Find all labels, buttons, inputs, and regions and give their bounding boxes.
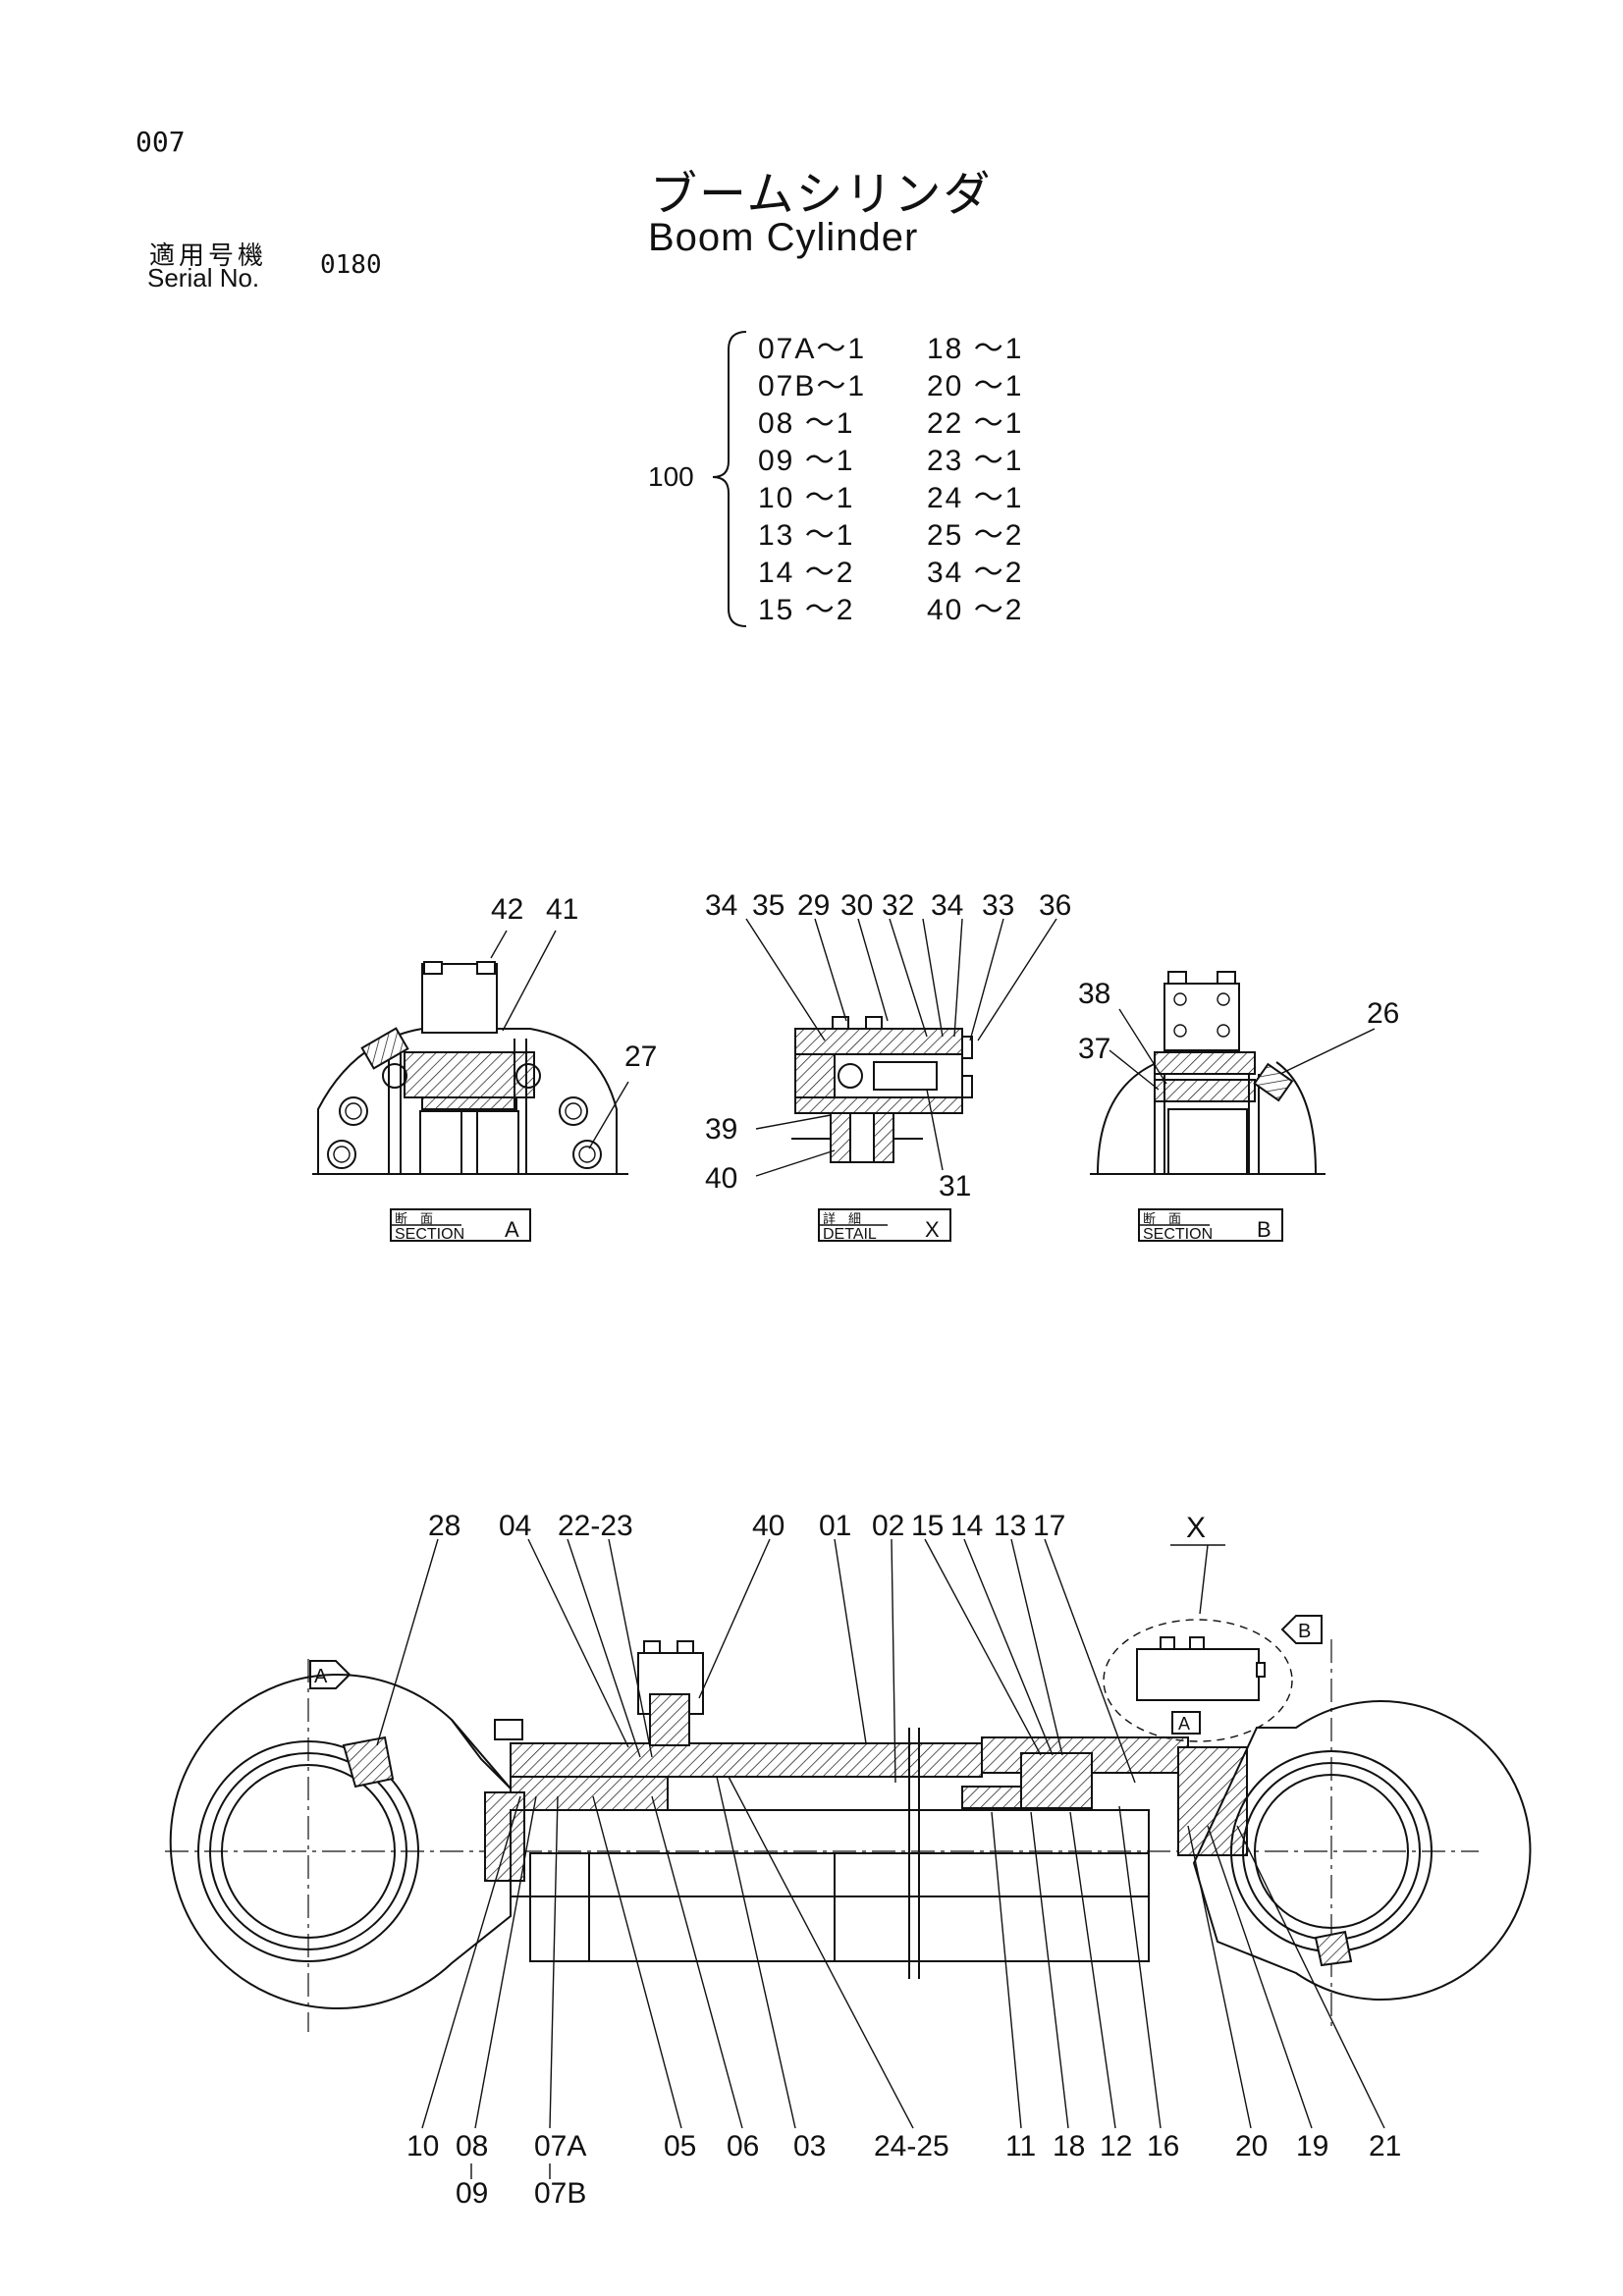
callout-16: 16 <box>1147 2130 1179 2163</box>
callout-07a: 07A <box>534 2130 586 2163</box>
callout-07b: 07B <box>534 2177 586 2210</box>
callout-03: 03 <box>793 2130 826 2163</box>
callout-10: 10 <box>406 2130 439 2163</box>
detail-x-callout-40: 40 <box>705 1162 737 1195</box>
serial-label-english: Serial No. <box>147 263 260 293</box>
callout-08: 08 <box>456 2130 488 2163</box>
callout-04: 04 <box>499 1510 531 1542</box>
assembly-item: 18 ～1 <box>927 333 1024 365</box>
assembly-item: 23 ～1 <box>927 445 1024 477</box>
section-a-drawing <box>312 930 629 1175</box>
callout-19: 19 <box>1296 2130 1328 2163</box>
cylinder-tube <box>484 1640 1248 1979</box>
title-english: Boom Cylinder <box>648 216 919 259</box>
section-a-label-id: A <box>505 1217 519 1242</box>
assembly-code: 100 <box>648 461 694 492</box>
assembly-item: 15 ～2 <box>758 594 855 626</box>
bottom-leaders <box>421 1776 1385 2129</box>
assembly-item: 24 ～1 <box>927 482 1024 514</box>
section-a-callout-42: 42 <box>491 893 523 926</box>
head-eye <box>1192 1700 1532 2001</box>
detail-x-callout-34a: 34 <box>705 889 737 922</box>
section-b-callout-37: 37 <box>1078 1033 1110 1065</box>
detail-x-box <box>818 1208 951 1242</box>
detail-x-label-jp: 詳 細 <box>823 1211 861 1226</box>
assembly-item: 22 ～1 <box>927 407 1024 440</box>
callout-09: 09 <box>456 2177 488 2210</box>
section-b-box <box>1138 1208 1283 1242</box>
callout-21: 21 <box>1369 2130 1401 2163</box>
callout-40: 40 <box>752 1510 784 1542</box>
section-b-callout-38: 38 <box>1078 978 1110 1010</box>
section-markers <box>309 1615 1323 1735</box>
assembly-item: 08 ～1 <box>758 407 855 440</box>
detail-x-callout-32: 32 <box>882 889 914 922</box>
marker-b: B <box>1298 1621 1311 1642</box>
detail-x-callout-30: 30 <box>840 889 873 922</box>
callout-06: 06 <box>727 2130 759 2163</box>
top-leaders <box>376 1538 1136 1784</box>
detail-x-callout-34b: 34 <box>931 889 963 922</box>
assembly-item: 25 ～2 <box>927 519 1024 552</box>
assembly-item: 14 ～2 <box>758 557 855 589</box>
cylinder-centerlines <box>165 1639 1479 2032</box>
section-b-drawing <box>1090 971 1376 1175</box>
assembly-item: 09 ～1 <box>758 445 855 477</box>
callout-17: 17 <box>1033 1510 1065 1542</box>
section-a-callout-27: 27 <box>624 1041 657 1073</box>
detail-x-callout-39: 39 <box>705 1113 737 1146</box>
detail-x-circle <box>1103 1619 1293 1742</box>
callout-24-25: 24-25 <box>874 2130 949 2163</box>
detail-x-callout-35: 35 <box>752 889 784 922</box>
serial-label-japanese: 適用号機 <box>149 241 268 271</box>
assembly-brace <box>712 331 747 627</box>
assembly-item: 34 ～2 <box>927 557 1024 589</box>
assembly-item: 40 ～2 <box>927 594 1024 626</box>
callout-12: 12 <box>1100 2130 1132 2163</box>
callout-x: X <box>1186 1512 1206 1544</box>
section-b-label-en: SECTION <box>1143 1226 1213 1243</box>
callout-13: 13 <box>994 1510 1026 1542</box>
detail-x-leader <box>1170 1544 1225 1615</box>
assembly-item: 20 ～1 <box>927 370 1024 402</box>
section-a-callout-41: 41 <box>546 893 578 926</box>
detail-x-callout-33: 33 <box>982 889 1014 922</box>
title-japanese: ブームシリンダ <box>650 167 993 222</box>
section-b-callout-26: 26 <box>1367 997 1399 1030</box>
callout-15: 15 <box>911 1510 944 1542</box>
callout-11: 11 <box>1005 2130 1036 2163</box>
serial-number: 0180 <box>320 250 382 280</box>
section-a-label-en: SECTION <box>395 1226 464 1243</box>
rod-eye <box>169 1674 512 2009</box>
detail-x-callout-29: 29 <box>797 889 830 922</box>
section-b-label-jp: 断 面 <box>1143 1211 1181 1226</box>
page-code: 007 <box>135 126 186 158</box>
detail-x-label-en: DETAIL <box>823 1226 877 1243</box>
callout-20: 20 <box>1235 2130 1268 2163</box>
detail-x-callout-31: 31 <box>939 1170 971 1202</box>
marker-detail-a: A <box>1178 1714 1190 1734</box>
section-b-label-id: B <box>1257 1217 1271 1242</box>
detail-x-drawing <box>745 918 1057 1177</box>
marker-a: A <box>314 1666 328 1687</box>
callout-05: 05 <box>664 2130 696 2163</box>
assembly-item: 07A～1 <box>758 333 867 365</box>
callout-18: 18 <box>1053 2130 1085 2163</box>
detail-x-callout-36: 36 <box>1039 889 1071 922</box>
assembly-item: 13 ～1 <box>758 519 855 552</box>
assembly-item: 10 ～1 <box>758 482 855 514</box>
callout-22-23: 22-23 <box>558 1510 633 1542</box>
callout-14: 14 <box>950 1510 983 1542</box>
assembly-item: 07B～1 <box>758 370 867 402</box>
callout-02: 02 <box>872 1510 904 1542</box>
section-a-label-jp: 断 面 <box>395 1211 433 1226</box>
callout-01: 01 <box>819 1510 851 1542</box>
callout-28: 28 <box>428 1510 460 1542</box>
detail-x-label-id: X <box>925 1217 940 1242</box>
section-a-box <box>390 1208 531 1242</box>
